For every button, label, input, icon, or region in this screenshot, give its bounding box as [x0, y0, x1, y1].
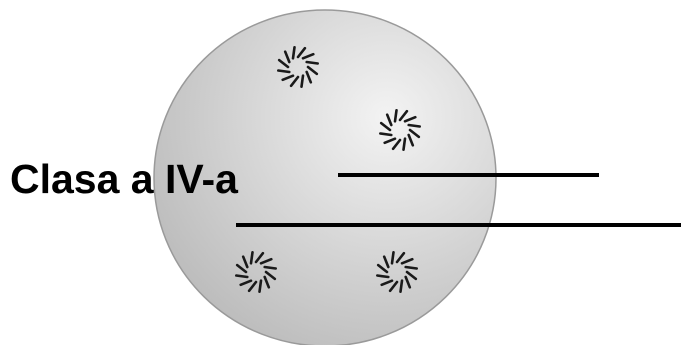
sunburst-tick	[239, 279, 253, 287]
sunburst-tick	[305, 60, 320, 65]
sunburst-tick	[296, 46, 307, 59]
sunburst-tick	[407, 133, 415, 147]
sunburst-tick	[380, 279, 394, 287]
sunburst-tick	[249, 251, 254, 265]
sunburst-tick	[306, 65, 319, 76]
sunburst-tick	[393, 109, 398, 123]
sunburst-hole-icon	[375, 251, 419, 294]
sunburst-tick	[375, 274, 390, 279]
sunburst-tick	[382, 255, 390, 269]
sunburst-tick	[404, 275, 412, 289]
sunburst-tick	[376, 263, 389, 274]
sunburst-hole-icon	[378, 109, 422, 151]
sunburst-tick	[378, 132, 393, 137]
sunburst-hole-icon	[276, 45, 320, 88]
sunburst-tick	[391, 138, 402, 151]
sunburst-tick	[281, 74, 295, 82]
sunburst-tick	[300, 74, 305, 88]
sunburst-tick	[405, 270, 418, 281]
sunburst-tick	[254, 251, 265, 264]
sunburst-tick	[399, 279, 404, 294]
sunburst-tick	[407, 123, 422, 128]
sunburst-tick	[383, 137, 397, 145]
sunburst-tick	[264, 270, 277, 281]
sunburst-tick	[402, 137, 407, 151]
diagram-title: Clasa a IV-a	[10, 156, 239, 202]
sunburst-tick	[263, 265, 278, 270]
sunburst-tick	[305, 70, 313, 84]
sunburst-tick	[388, 280, 399, 293]
sunburst-tick	[400, 257, 414, 265]
sunburst-tick	[259, 257, 273, 265]
sunburst-tick	[289, 75, 300, 88]
sunburst-tick	[276, 69, 291, 74]
sunburst-tick	[408, 128, 421, 139]
sunburst-tick	[398, 109, 409, 122]
sunburst-tick	[235, 274, 249, 279]
sunburst-tick	[390, 251, 395, 265]
sunburst-tick	[379, 121, 392, 132]
sunburst-tick	[235, 263, 248, 274]
sunburst-tick	[291, 45, 296, 60]
sunburst-tick	[385, 113, 393, 127]
sunburst-tick	[263, 275, 271, 289]
sunburst-tick	[301, 52, 315, 60]
sunburst-tick	[395, 251, 406, 264]
sunburst-tick	[404, 265, 419, 270]
sunburst-tick	[247, 280, 258, 293]
sunburst-hole-icon	[235, 251, 278, 294]
sunburst-tick	[403, 115, 417, 123]
sunburst-tick	[283, 50, 291, 64]
sunburst-tick	[258, 279, 263, 294]
sunburst-tick	[241, 255, 249, 269]
sunburst-tick	[277, 58, 290, 69]
